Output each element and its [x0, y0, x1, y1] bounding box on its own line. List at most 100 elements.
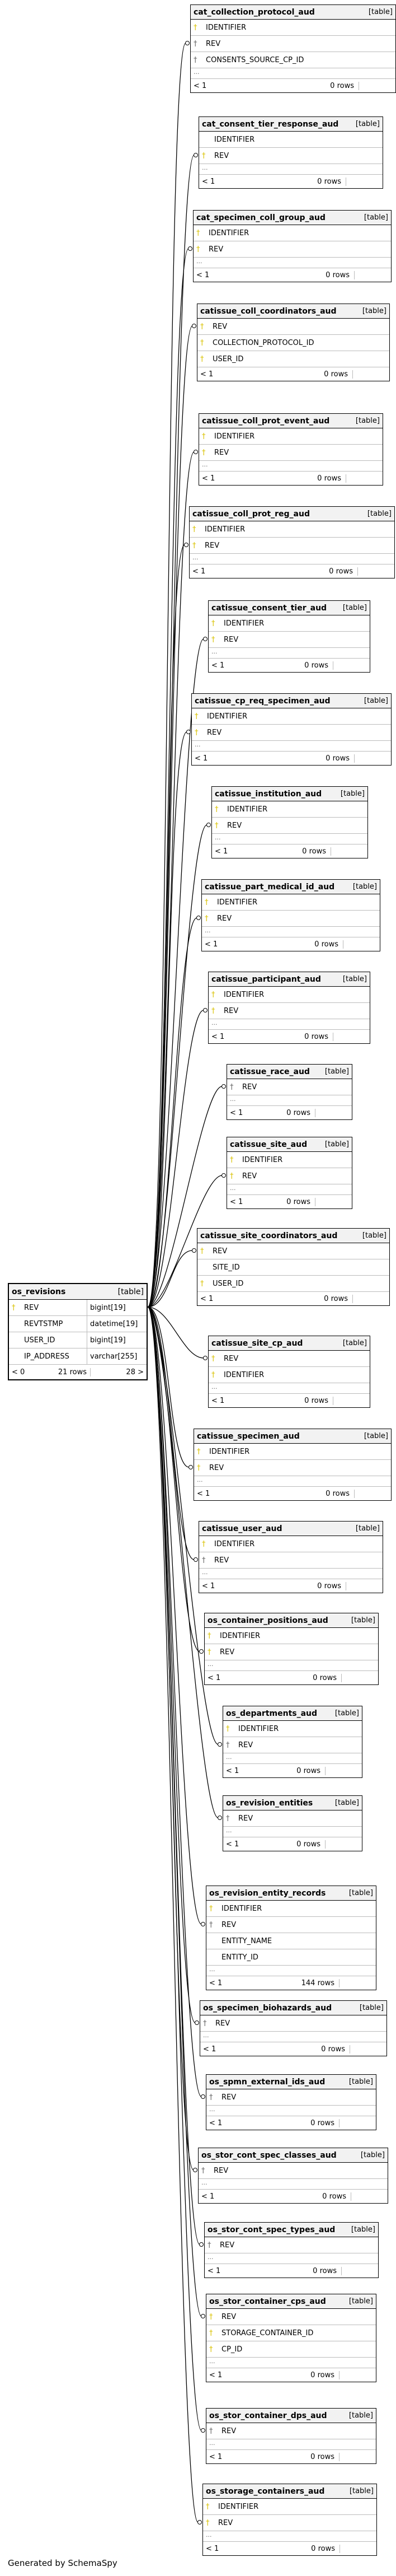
key-icon: † [209, 2328, 213, 2337]
relationship-line [147, 544, 185, 1308]
column-row: †REV [206, 2089, 376, 2106]
key-icon: † [215, 821, 219, 830]
table-name[interactable]: catissue_participant_aud [211, 974, 321, 984]
column-name: IDENTIFIER [217, 898, 258, 907]
column-name: IDENTIFIER [221, 1904, 262, 1913]
key-icon: † [211, 990, 215, 999]
column-row: †REV [199, 1552, 383, 1569]
more-columns: ... [191, 68, 395, 79]
table-catissue-consent-tier-aud[interactable]: catissue_consent_tier_aud[table]†IDENTIF… [208, 600, 370, 673]
table-catissue-participant-aud[interactable]: catissue_participant_aud[table]†IDENTIFI… [208, 972, 370, 1044]
table-catissue-part-medical-id-aud[interactable]: catissue_part_medical_id_aud[table]†IDEN… [201, 879, 380, 951]
key-icon: † [209, 2345, 213, 2354]
table-catissue-institution-aud[interactable]: catissue_institution_aud[table]†IDENTIFI… [211, 786, 368, 858]
table-name[interactable]: catissue_consent_tier_aud [211, 603, 327, 613]
table-os-departments-aud[interactable]: os_departments_aud[table]†IDENTIFIER†REV… [223, 1706, 362, 1778]
table-name[interactable]: catissue_user_aud [202, 1524, 282, 1533]
table-catissue-site-cp-aud[interactable]: catissue_site_cp_aud[table]†REV†IDENTIFI… [208, 1336, 370, 1408]
table-catissue-coll-coordinators-aud[interactable]: catissue_coll_coordinators_aud[table]†RE… [197, 304, 390, 381]
table-name[interactable]: os_storage_containers_aud [206, 2486, 325, 2496]
table-name[interactable]: os_revision_entities [226, 1798, 313, 1808]
table-name[interactable]: catissue_specimen_aud [197, 1431, 300, 1441]
table-cat-specimen-coll-group-aud[interactable]: cat_specimen_coll_group_aud[table]†IDENT… [193, 210, 392, 282]
relationship-endpoint [188, 246, 192, 251]
more-columns: ... [206, 1966, 376, 1976]
column-row: †IDENTIFIER [227, 1152, 352, 1168]
key-icon: † [211, 619, 215, 628]
table-name[interactable]: catissue_site_aud [230, 1140, 308, 1149]
table-name[interactable]: os_container_positions_aud [208, 1616, 328, 1625]
foreign-key-icon: † [194, 55, 197, 64]
table-catissue-user-aud[interactable]: catissue_user_aud[table]†IDENTIFIER†REV.… [199, 1521, 383, 1593]
table-os-revision-entity-records[interactable]: os_revision_entity_records[table]†IDENTI… [206, 1886, 376, 1990]
table-os-specimen-biohazards-aud[interactable]: os_specimen_biohazards_aud[table]†REV...… [200, 2000, 387, 2056]
table-os-stor-container-cps-aud[interactable]: os_stor_container_cps_aud[table]†REV†STO… [206, 2294, 376, 2382]
table-name[interactable]: catissue_institution_aud [215, 789, 322, 799]
table-catissue-cp-req-specimen-aud[interactable]: catissue_cp_req_specimen_aud[table]†IDEN… [191, 693, 392, 766]
column-row: †IDENTIFIER [209, 615, 370, 632]
table-os-container-positions-aud[interactable]: os_container_positions_aud[table]†IDENTI… [204, 1613, 379, 1685]
table-os-stor-container-dps-aud[interactable]: os_stor_container_dps_aud[table]†REV...<… [206, 2408, 376, 2464]
table-header: catissue_cp_req_specimen_aud[table] [192, 694, 391, 708]
key-icon: † [12, 1303, 16, 1312]
table-kind: [table] [334, 1799, 359, 1807]
table-name[interactable]: os_specimen_biohazards_aud [203, 2003, 332, 2013]
column-row: †IDENTIFIER [199, 428, 383, 445]
table-name[interactable]: os_departments_aud [226, 1709, 318, 1718]
parents-count-label: < 1 [209, 2118, 223, 2127]
more-columns: ... [206, 2358, 376, 2368]
table-name[interactable]: catissue_part_medical_id_aud [205, 882, 335, 892]
table-name[interactable]: catissue_coll_prot_event_aud [202, 416, 330, 426]
table-catissue-coll-prot-reg-aud[interactable]: catissue_coll_prot_reg_aud[table]†IDENTI… [189, 506, 395, 578]
table-cat-collection-protocol-aud[interactable]: cat_collection_protocol_aud[table]†IDENT… [190, 4, 396, 93]
table-name[interactable]: catissue_site_cp_aud [211, 1338, 303, 1348]
relationship-endpoint [184, 543, 188, 547]
table-header: catissue_consent_tier_aud[table] [209, 601, 370, 615]
table-name[interactable]: os_stor_container_dps_aud [209, 2411, 327, 2420]
column-name: IDENTIFIER [218, 2502, 259, 2511]
column-name: REV [214, 448, 229, 457]
more-columns: ... [209, 1383, 370, 1394]
key-icon: † [196, 245, 200, 254]
os-revisions-table[interactable]: os_revisions [table] †REV bigint[19] REV… [8, 1283, 148, 1380]
table-catissue-specimen-aud[interactable]: catissue_specimen_aud[table]†IDENTIFIER†… [194, 1429, 392, 1501]
table-name[interactable]: os_spmn_external_ids_aud [209, 2077, 326, 2087]
table-os-spmn-external-ids-aud[interactable]: os_spmn_external_ids_aud[table]†REV...< … [206, 2074, 376, 2130]
table-kind: [table] [349, 2487, 374, 2495]
column-row: †CONSENTS_SOURCE_CP_ID [191, 52, 395, 68]
table-name[interactable]: os_stor_cont_spec_classes_aud [201, 2150, 337, 2160]
table-os-stor-cont-spec-classes-aud[interactable]: os_stor_cont_spec_classes_aud[table]†REV… [198, 2148, 388, 2204]
table-name[interactable]: os_stor_container_cps_aud [209, 2297, 326, 2306]
table-catissue-site-aud[interactable]: catissue_site_aud[table]†IDENTIFIER†REV.… [227, 1137, 352, 1209]
table-name[interactable]: os_stor_cont_spec_types_aud [208, 2225, 336, 2234]
table-name[interactable]: catissue_coll_prot_reg_aud [192, 509, 310, 519]
table-cat-consent-tier-response-aud[interactable]: cat_consent_tier_response_aud[table]IDEN… [199, 116, 383, 189]
table-name[interactable]: cat_collection_protocol_aud [194, 7, 315, 17]
table-name[interactable]: catissue_race_aud [230, 1067, 310, 1076]
table-name[interactable]: catissue_site_coordinators_aud [200, 1231, 338, 1240]
table-catissue-coll-prot-event-aud[interactable]: catissue_coll_prot_event_aud[table]†IDEN… [199, 413, 383, 486]
row-count: 0 rows [296, 1840, 320, 1849]
table-os-storage-containers-aud[interactable]: os_storage_containers_aud[table]†IDENTIF… [202, 2484, 377, 2556]
table-kind: [table] [355, 120, 380, 128]
table-name[interactable]: cat_consent_tier_response_aud [202, 119, 339, 129]
table-header: os_departments_aud[table] [223, 1706, 362, 1721]
relationship-endpoint [201, 2428, 205, 2433]
table-name[interactable]: os_revisions [12, 1287, 66, 1296]
table-name[interactable]: catissue_cp_req_specimen_aud [195, 696, 331, 706]
table-name[interactable]: os_revision_entity_records [209, 1888, 326, 1898]
table-name[interactable]: catissue_coll_coordinators_aud [200, 306, 337, 316]
table-os-stor-cont-spec-types-aud[interactable]: os_stor_cont_spec_types_aud[table]†REV..… [204, 2222, 379, 2278]
table-name[interactable]: cat_specimen_coll_group_aud [196, 213, 326, 222]
row-count: 144 rows [301, 1978, 334, 1987]
table-catissue-site-coordinators-aud[interactable]: catissue_site_coordinators_aud[table]†RE… [197, 1228, 390, 1306]
